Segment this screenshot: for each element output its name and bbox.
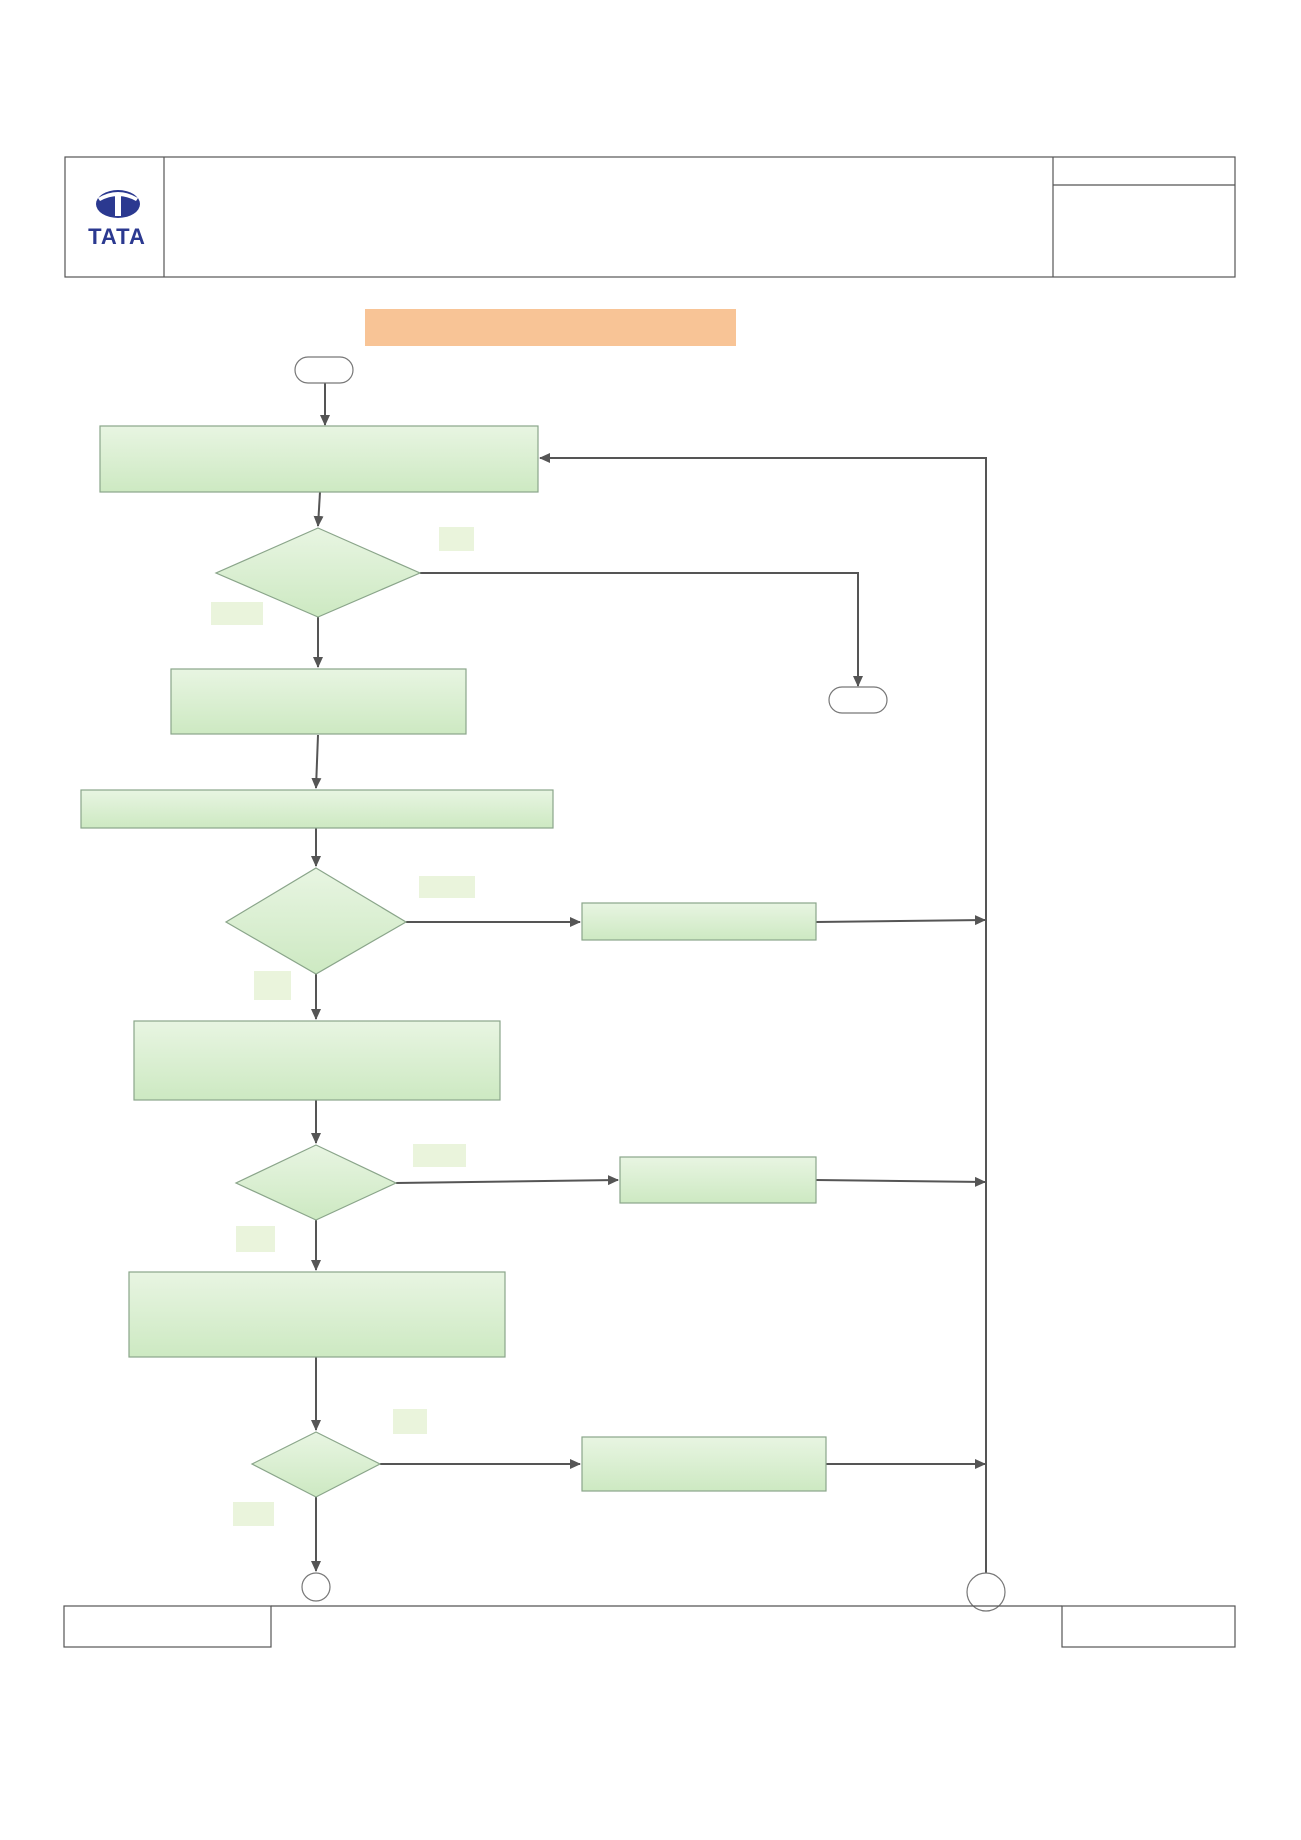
flow-edges: [311, 383, 987, 1574]
edge-label-d2-down: [254, 971, 291, 1000]
result-box-4: [581, 1436, 827, 1492]
edge-p1-d1: [313, 491, 324, 527]
document-footer: [63, 1605, 1236, 1648]
edge-d3-r3: [395, 1175, 619, 1186]
edge-label-d3-down: [236, 1226, 275, 1252]
process-box-5: [128, 1271, 506, 1358]
process-box-4: [133, 1020, 501, 1101]
edge-r2-loop: [815, 915, 986, 926]
edge-label-d1-right: [439, 527, 474, 551]
decision-diamond-2: [224, 867, 408, 975]
start-terminator: [294, 356, 354, 384]
result-box-3: [619, 1156, 817, 1204]
flow-nodes: [80, 356, 1006, 1612]
connector-circle-a: [301, 1572, 331, 1602]
process-box-3: [80, 789, 554, 829]
edge-r3-loop: [815, 1176, 986, 1187]
edge-labels: [211, 527, 475, 1526]
edge-d1-end1: [420, 572, 863, 687]
decision-diamond-4: [250, 1431, 382, 1498]
decision-diamond-1: [214, 527, 422, 618]
edge-label-d2-right: [419, 876, 475, 898]
edge-label-d3-right: [413, 1144, 466, 1167]
edge-label-d4-down: [233, 1502, 274, 1526]
edge-label-d4-right: [393, 1409, 427, 1434]
tata-logo-icon: TATA: [88, 190, 146, 249]
edge-label-d1-down: [211, 602, 263, 625]
end-terminator: [828, 686, 888, 714]
decision-diamond-3: [234, 1144, 398, 1221]
process-box-2: [170, 668, 467, 735]
flow-banner: [365, 309, 736, 346]
connector-circle-b: [966, 1572, 1006, 1612]
document-header: TATA: [64, 156, 1236, 278]
process-box-1: [99, 425, 539, 493]
edge-loop-back: [539, 453, 987, 1574]
logo-text: TATA: [88, 224, 146, 249]
result-box-2: [581, 902, 817, 941]
edge-p2-p3: [311, 734, 322, 789]
